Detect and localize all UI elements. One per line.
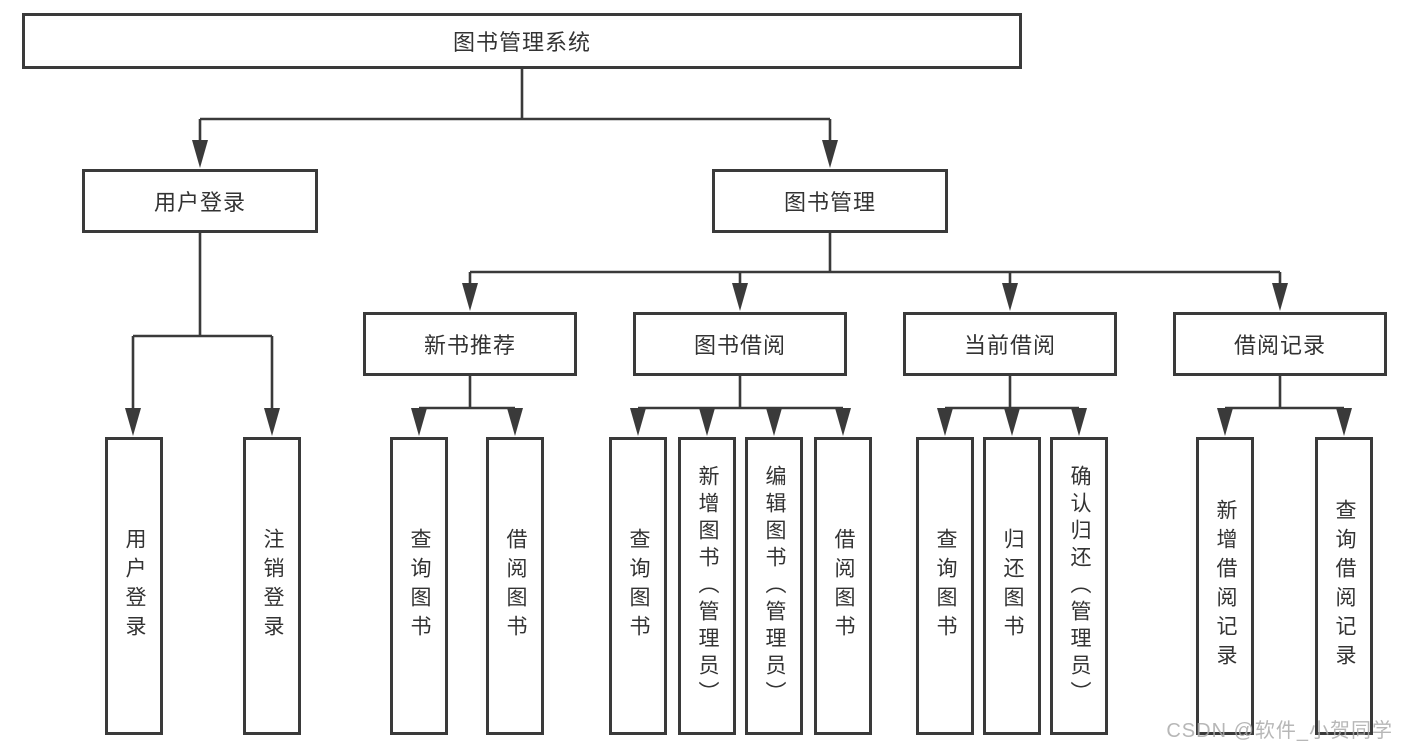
leaf-query-books-recommend: 查询图书 — [390, 437, 448, 735]
leaf-query-books-borrow: 查询图书 — [609, 437, 667, 735]
leaf-return-books: 归还图书 — [983, 437, 1041, 735]
leaf-query-borrow-record: 查询借阅记录 — [1315, 437, 1373, 735]
node-user-login: 用户登录 — [82, 169, 318, 233]
node-book-management: 图书管理 — [712, 169, 948, 233]
node-book-borrowing: 图书借阅 — [633, 312, 847, 376]
leaf-add-borrow-record: 新增借阅记录 — [1196, 437, 1254, 735]
leaf-confirm-return-admin: 确认归还（管理员） — [1050, 437, 1108, 735]
node-current-borrowing: 当前借阅 — [903, 312, 1117, 376]
leaf-user-login: 用户登录 — [105, 437, 163, 735]
leaf-borrow-books: 借阅图书 — [814, 437, 872, 735]
leaf-query-books-current: 查询图书 — [916, 437, 974, 735]
leaf-logout: 注销登录 — [243, 437, 301, 735]
leaf-edit-books-admin: 编辑图书（管理员） — [745, 437, 803, 735]
csdn-watermark: CSDN @软件_小贺同学 — [1166, 720, 1393, 742]
leaf-add-books-admin: 新增图书（管理员） — [678, 437, 736, 735]
node-library-system-root: 图书管理系统 — [22, 13, 1022, 69]
node-new-book-recommendation: 新书推荐 — [363, 312, 577, 376]
leaf-borrow-books-recommend: 借阅图书 — [486, 437, 544, 735]
node-borrowing-records: 借阅记录 — [1173, 312, 1387, 376]
